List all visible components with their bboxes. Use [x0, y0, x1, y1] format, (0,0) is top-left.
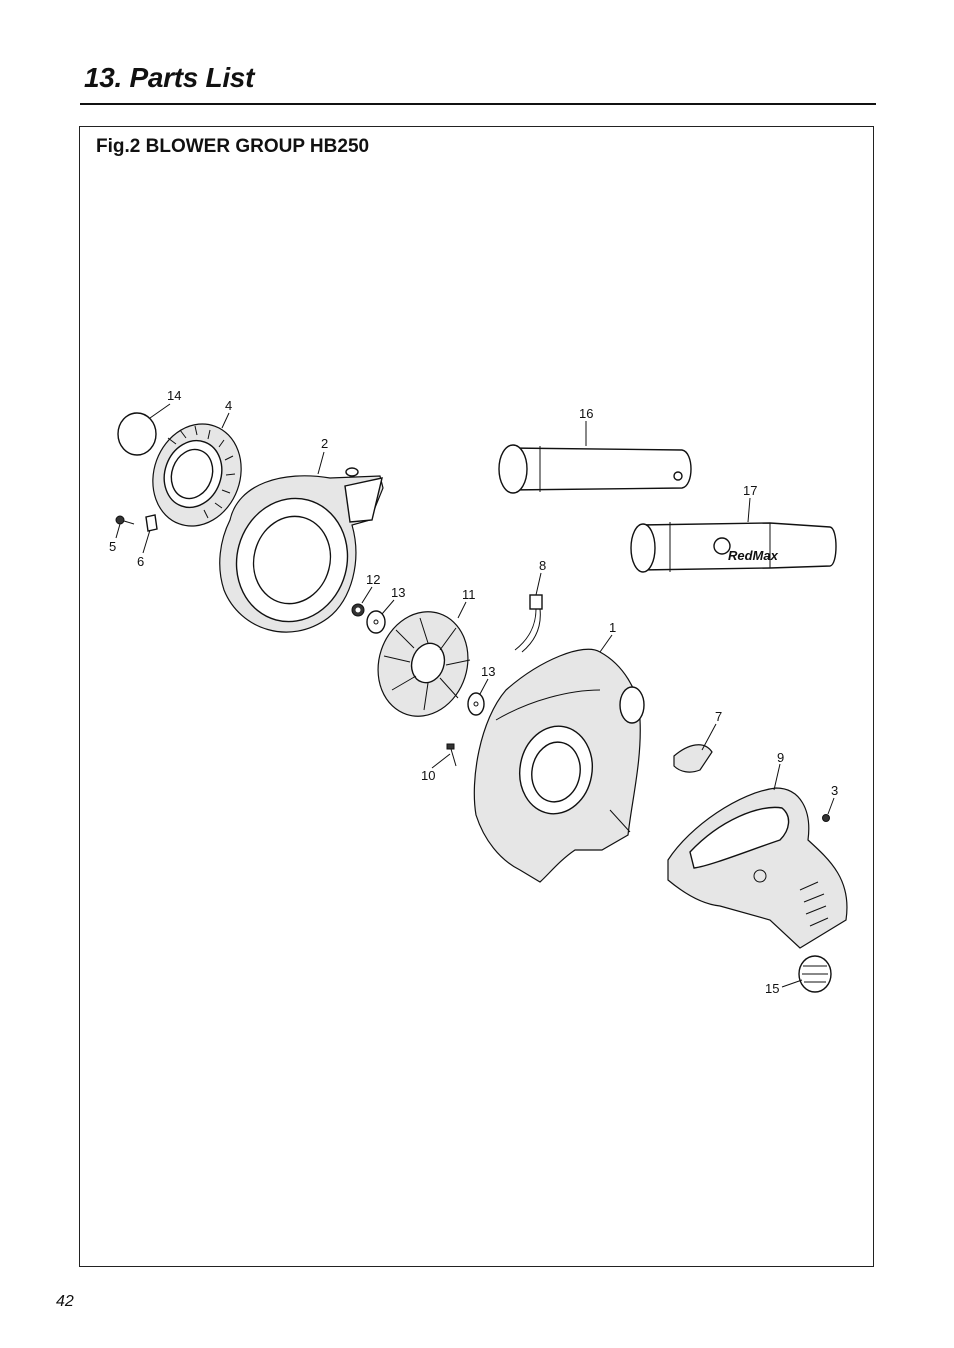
part-decal [798, 955, 832, 993]
callout-17: 17 [743, 483, 757, 498]
callout-16: 16 [579, 406, 593, 421]
part-throttle-lever [673, 744, 713, 773]
part-handle [667, 787, 848, 949]
part-washer-upper [366, 610, 386, 634]
callout-15: 15 [765, 981, 779, 996]
figure-caption: Fig.2 BLOWER GROUP HB250 [96, 136, 370, 157]
callout-4: 4 [225, 398, 232, 413]
part-gasket-disc [117, 412, 157, 456]
part-blower-housing [219, 467, 384, 633]
callout-9: 9 [777, 750, 784, 765]
callout-11: 11 [462, 587, 476, 602]
callout-2: 2 [321, 436, 328, 451]
part-main-body [473, 648, 645, 883]
callout-8: 8 [539, 558, 546, 573]
callout-14: 14 [167, 388, 181, 403]
part-clip [145, 514, 158, 532]
figure-frame [79, 126, 874, 1267]
part-blower-pipe [498, 444, 692, 494]
nozzle-logo: RedMax [728, 548, 779, 563]
callout-numbers: 14 4 2 16 17 5 6 8 12 13 11 1 13 7 10 9 … [109, 388, 838, 996]
section-title: 13. Parts List [84, 62, 255, 93]
callout-5: 5 [109, 539, 116, 554]
part-small-screw [822, 814, 830, 822]
part-fan-cover [152, 423, 242, 527]
title-rule [80, 103, 876, 105]
callout-6: 6 [137, 554, 144, 569]
callout-3: 3 [831, 783, 838, 798]
part-screw [115, 515, 135, 525]
callout-13: 13 [391, 585, 405, 600]
part-blower-nozzle [630, 522, 837, 573]
part-bolt [446, 743, 457, 767]
callout-12: 12 [366, 572, 380, 587]
leader-lines [115, 403, 835, 988]
part-fan [377, 611, 471, 717]
page-number: 42 [56, 1293, 74, 1310]
part-stop-switch [514, 594, 543, 653]
callout-1: 1 [609, 620, 616, 635]
callout-7: 7 [715, 709, 722, 724]
callout-13b: 13 [481, 664, 495, 679]
part-washer-lower [467, 692, 485, 716]
part-nut [351, 603, 365, 617]
callout-10: 10 [421, 768, 435, 783]
